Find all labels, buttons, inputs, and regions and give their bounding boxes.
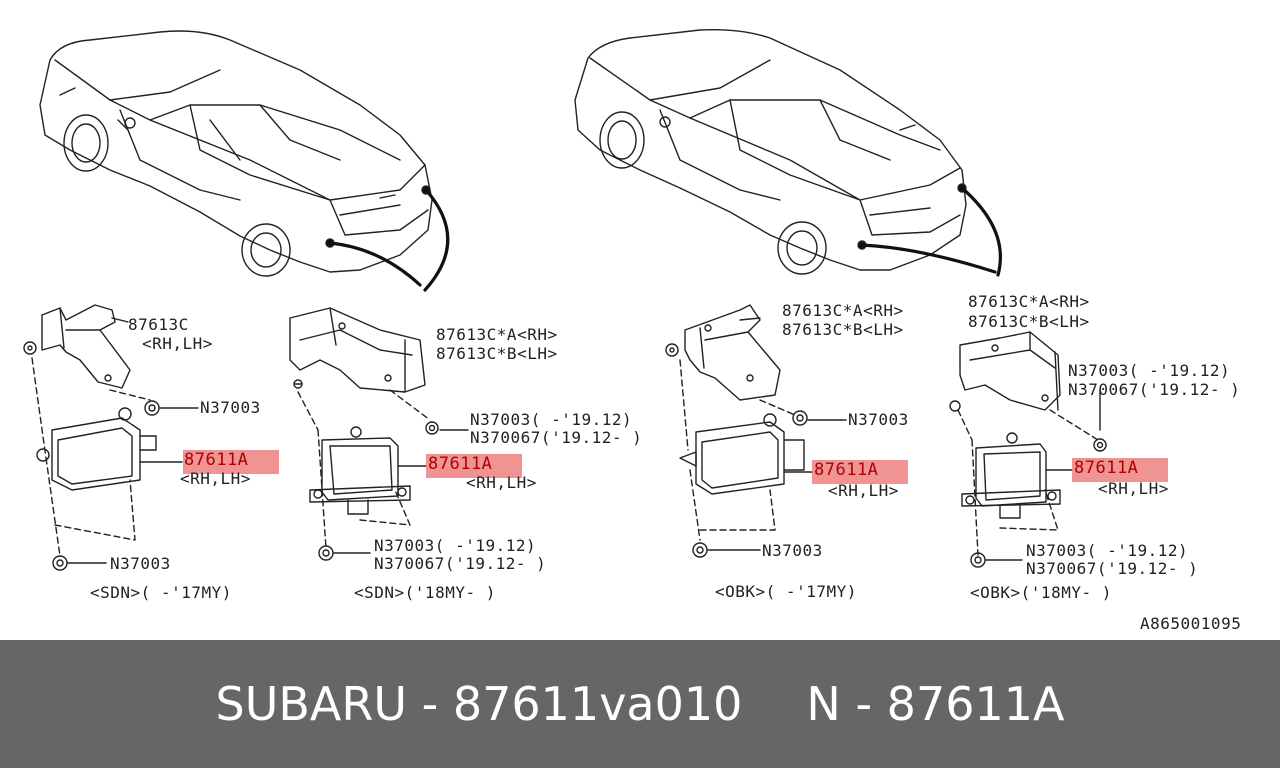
oem-part-number: N - 87611A: [806, 677, 1065, 731]
p1-bracket-side: <RH,LH>: [142, 334, 213, 353]
diagram-drawing: [23, 29, 1107, 571]
p3-caption: <OBK>( -'17MY): [715, 582, 857, 601]
p3-nut-lower: N37003: [762, 541, 823, 560]
p3-nut-upper: N37003: [848, 410, 909, 429]
p2-caption: <SDN>('18MY- ): [354, 583, 496, 602]
p2-nut-upper-1: N37003( -'19.12): [470, 410, 633, 429]
p4-bracket-label-a: 87613C*A<RH>: [968, 292, 1090, 311]
highlight-87611A-panel3: [812, 460, 908, 484]
p1-caption: <SDN>( -'17MY): [90, 583, 232, 602]
p2-nut-lower-1: N37003( -'19.12): [374, 536, 537, 555]
part-number-footer: SUBARU - 87611va010 N - 87611A: [0, 640, 1280, 768]
highlight-87611A-panel4: [1072, 458, 1168, 482]
p3-bracket-label-b: 87613C*B<LH>: [782, 320, 904, 339]
p2-bracket-label-b: 87613C*B<LH>: [436, 344, 558, 363]
p4-bracket-label-b: 87613C*B<LH>: [968, 312, 1090, 331]
p2-nut-upper-2: N370067('19.12- ): [470, 428, 643, 447]
p1-nut-lower: N37003: [110, 554, 171, 573]
p3-bracket-label-a: 87613C*A<RH>: [782, 301, 904, 320]
p3-module-part: 87611A: [814, 460, 879, 480]
p2-bracket-label-a: 87613C*A<RH>: [436, 325, 558, 344]
panel2-parts: [289, 307, 469, 561]
p1-nut-upper: N37003: [200, 398, 261, 417]
p4-module-side: <RH,LH>: [1098, 479, 1169, 498]
wagon-car-illustration: [574, 29, 1002, 277]
p4-nut-lower-2: N370067('19.12- ): [1026, 559, 1199, 578]
highlight-87611A-panel2: [426, 454, 522, 478]
p2-module-part: 87611A: [428, 454, 493, 474]
p4-nut-lower-1: N37003( -'19.12): [1026, 541, 1189, 560]
p4-nut-upper-2: N370067('19.12- ): [1068, 380, 1241, 399]
p3-module-side: <RH,LH>: [828, 481, 899, 500]
p2-module-side: <RH,LH>: [466, 473, 537, 492]
panel3-parts: [665, 304, 847, 558]
panel4-parts: [949, 331, 1107, 568]
p4-module-part: 87611A: [1074, 458, 1139, 478]
figure-id: A865001095: [1140, 614, 1242, 633]
sedan-car-illustration: [39, 30, 450, 292]
p1-module-part: 87611A: [184, 450, 249, 470]
panel1-parts: [23, 304, 199, 571]
parts-diagram: 87613C <RH,LH> N37003 87611A <RH,LH> N37…: [23, 29, 1242, 633]
p2-nut-lower-2: N370067('19.12- ): [374, 554, 547, 573]
p1-module-side: <RH,LH>: [180, 469, 251, 488]
brand-part-number: SUBARU - 87611va010: [215, 677, 743, 731]
p1-bracket-label: 87613C: [128, 315, 189, 334]
highlight-87611A-panel1: [183, 450, 279, 474]
p4-caption: <OBK>('18MY- ): [970, 583, 1112, 602]
p4-nut-upper-1: N37003( -'19.12): [1068, 361, 1231, 380]
